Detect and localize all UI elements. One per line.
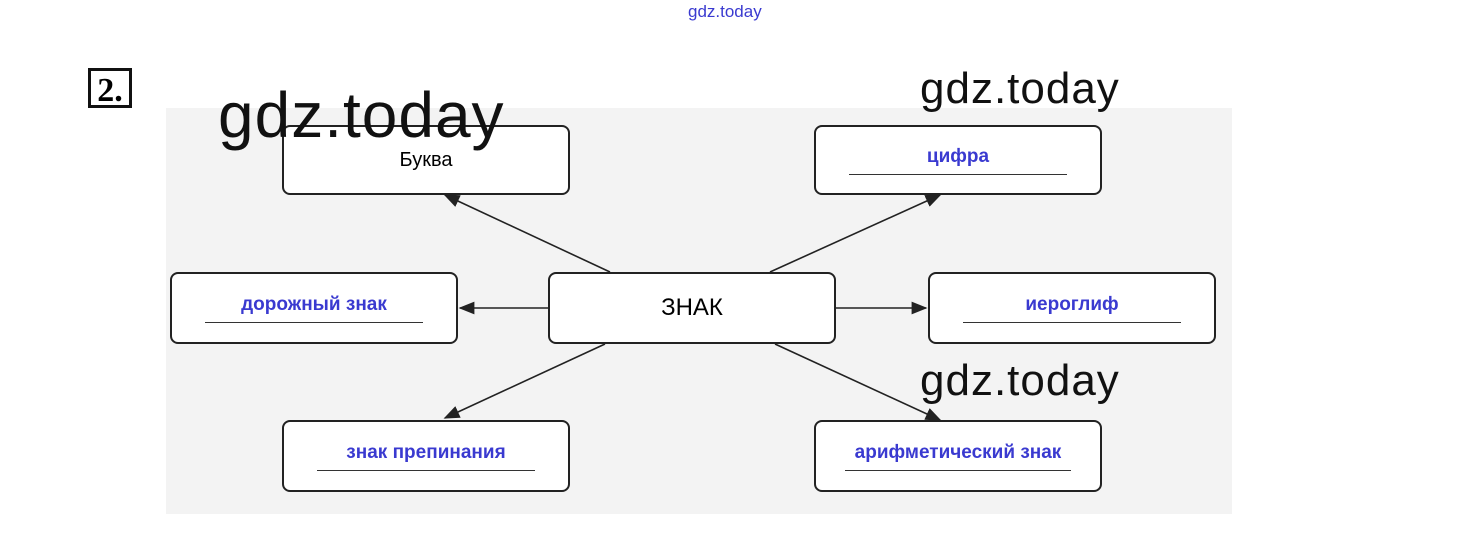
answer-label: цифра	[848, 146, 1068, 175]
answer-label: дорожный знак	[204, 294, 424, 323]
node-cifra: цифра	[814, 125, 1102, 195]
task-number: 2.	[88, 68, 132, 109]
node-arifm-znak: арифметический знак	[814, 420, 1102, 492]
arrow-to-cifra	[769, 194, 942, 273]
arrow-to-bukva	[443, 194, 611, 273]
node-bukva: Буква	[282, 125, 570, 195]
watermark-large: gdz.today	[218, 79, 505, 151]
node-znak-prepinania: знак препинания	[282, 420, 570, 492]
arrow-to-prepinania	[443, 343, 606, 419]
watermark: gdz.today	[920, 356, 1120, 405]
node-ieroglif: иероглиф	[928, 272, 1216, 344]
arrow-to-arifm	[774, 343, 942, 421]
node-dorozhny-znak: дорожный знак	[170, 272, 458, 344]
center-label: ЗНАК	[661, 294, 723, 321]
answer-label: знак препинания	[316, 442, 536, 471]
center-node: ЗНАК	[548, 272, 836, 344]
node-label: Буква	[399, 148, 453, 171]
answer-label: арифметический знак	[844, 442, 1072, 471]
answer-label: иероглиф	[962, 294, 1182, 323]
watermark: gdz.today	[920, 64, 1120, 113]
top-watermark: gdz.today	[688, 2, 762, 21]
